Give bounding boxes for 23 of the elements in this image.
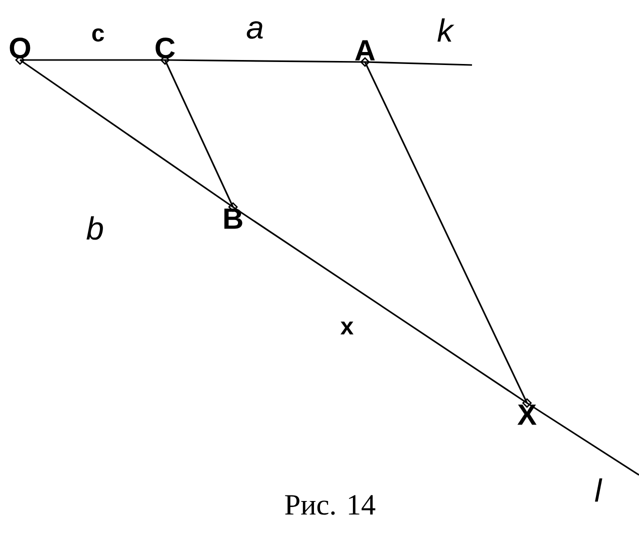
labelled-point: A bbox=[355, 40, 375, 67]
line bbox=[20, 59, 234, 208]
line-label: c bbox=[92, 28, 104, 42]
line-label: b bbox=[86, 216, 103, 240]
node-label: X bbox=[517, 404, 537, 425]
line bbox=[165, 59, 366, 63]
line-label: l bbox=[594, 478, 602, 502]
node-label: A bbox=[355, 40, 375, 60]
node-label: O bbox=[10, 38, 30, 58]
line bbox=[164, 60, 234, 208]
line bbox=[364, 61, 472, 66]
labelled-point: C bbox=[156, 38, 175, 65]
caption: Рис. 14 bbox=[285, 495, 376, 515]
line bbox=[526, 402, 639, 476]
line-label: x bbox=[340, 322, 354, 334]
line bbox=[20, 59, 165, 61]
labelled-point: O bbox=[10, 38, 30, 65]
line bbox=[232, 206, 528, 404]
labelled-point: X bbox=[517, 398, 537, 425]
node-label: C bbox=[156, 38, 175, 58]
line-label: k bbox=[438, 18, 454, 42]
line bbox=[364, 62, 528, 404]
line-label: a bbox=[246, 21, 263, 39]
